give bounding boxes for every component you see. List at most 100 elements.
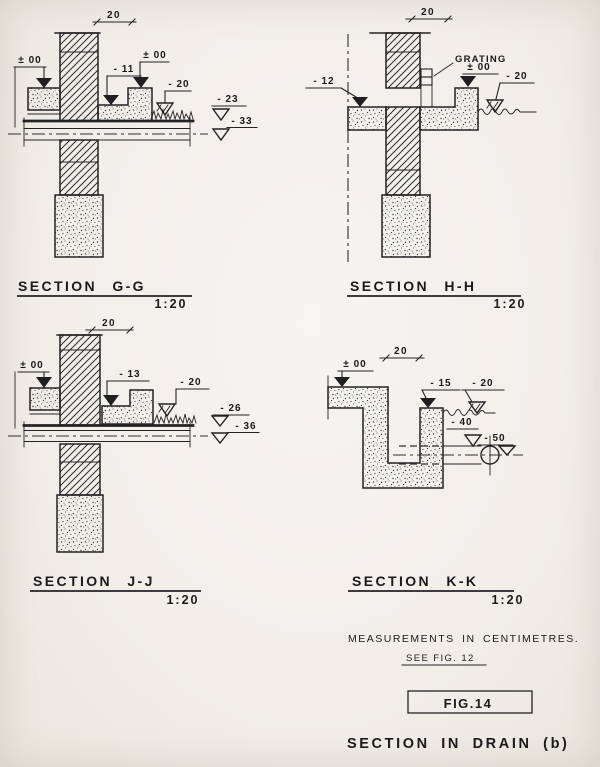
level-marker-ground: - 20 xyxy=(485,71,535,114)
ground-triangle-icon xyxy=(485,99,505,114)
foundation-block xyxy=(56,494,104,553)
dim-tick-icon xyxy=(444,15,452,23)
level-marker-ground: - 20 xyxy=(157,377,210,418)
level-marker-curb: ± 00 xyxy=(460,62,499,87)
floor-slab-middle-curb xyxy=(97,87,153,122)
wall-lower xyxy=(385,106,421,196)
drain-channel-concrete xyxy=(327,386,444,489)
rough-ground-texture xyxy=(150,108,194,121)
section-jj: 20 ± 00 - 13 - 20 xyxy=(8,318,260,607)
level-triangle-icon xyxy=(36,377,52,388)
ground-triangle-icon xyxy=(155,102,175,117)
level-label: - 20 xyxy=(180,377,201,388)
dim-tick-icon xyxy=(382,354,390,362)
level-triangle-icon xyxy=(103,395,119,406)
level-triangle-icon xyxy=(420,398,436,408)
dim-tick-icon xyxy=(126,326,134,334)
foundation-block xyxy=(54,194,104,258)
floor-slab-right-curb xyxy=(419,87,479,131)
dim-tick-icon xyxy=(93,18,101,26)
reference-note: SEE FIG. 12 xyxy=(406,653,475,664)
level-label: - 40 xyxy=(451,417,472,428)
level-marker-cover: - 26 xyxy=(210,403,250,428)
section-kk-title: SECTION K-K xyxy=(352,573,478,589)
level-marker-ground: - 20 xyxy=(155,79,192,117)
level-triangle-icon xyxy=(460,76,476,87)
level-triangle-icon xyxy=(334,377,350,387)
datum-triangle-icon xyxy=(211,128,231,142)
level-label: ± 00 xyxy=(467,62,490,73)
level-label: - 15 xyxy=(430,378,451,389)
dim-tick-icon xyxy=(415,354,423,362)
dim-label: 20 xyxy=(107,10,121,21)
level-label: - 11 xyxy=(114,64,135,75)
dim-tick-icon xyxy=(408,15,416,23)
section-kk-scale: 1:20 xyxy=(491,593,524,607)
foundation-block xyxy=(381,194,431,258)
level-label: - 50 xyxy=(484,433,505,444)
rough-ground-texture xyxy=(442,409,496,416)
level-marker-curb: ± 00 xyxy=(133,50,170,88)
rough-ground-texture xyxy=(477,108,537,115)
level-marker-step: - 13 xyxy=(103,369,150,406)
level-label: ± 00 xyxy=(20,360,43,371)
level-triangle-icon xyxy=(352,97,368,107)
dim-tick-icon xyxy=(128,18,136,26)
dimension-wall-width-hh: 20 xyxy=(405,7,453,23)
level-marker-pipe-invert: - 50 xyxy=(477,433,517,457)
section-hh: 20 GRATING - 12 ± 00 xyxy=(305,7,537,311)
level-label: - 20 xyxy=(168,79,189,90)
datum-triangle-icon xyxy=(463,434,483,448)
level-label: - 20 xyxy=(472,378,493,389)
level-triangle-icon xyxy=(133,77,149,88)
dim-label: 20 xyxy=(102,318,116,329)
figure-box xyxy=(407,690,533,714)
dimension-wall-width-jj: 20 xyxy=(85,318,134,334)
floor-slab-left xyxy=(27,87,61,111)
level-marker-floor: ± 00 xyxy=(334,359,374,387)
wall-lower xyxy=(59,139,99,196)
grating-label: GRATING xyxy=(455,54,507,65)
rough-ground-texture xyxy=(153,412,197,425)
level-label: - 23 xyxy=(217,94,238,105)
level-label: ± 00 xyxy=(18,55,41,66)
level-triangle-icon xyxy=(36,78,52,88)
grating-detail: GRATING xyxy=(420,54,507,107)
level-marker-floor: ± 00 xyxy=(17,360,52,388)
dim-label: 20 xyxy=(394,346,408,357)
datum-triangle-icon xyxy=(210,415,230,428)
wall-upper xyxy=(385,32,421,89)
datum-triangle-icon xyxy=(497,445,517,457)
wall-upper xyxy=(59,32,99,122)
datum-triangle-icon xyxy=(210,432,230,445)
section-gg: 20 ± 00 - 11 ± 00 xyxy=(8,10,258,311)
level-label: - 33 xyxy=(231,116,252,127)
section-gg-title: SECTION G-G xyxy=(18,278,146,294)
section-jj-scale: 1:20 xyxy=(166,593,199,607)
section-jj-title: SECTION J-J xyxy=(33,573,155,589)
section-kk: 20 ± 00 - 15 - 20 xyxy=(327,346,524,607)
floor-slab-middle-curb xyxy=(101,389,154,425)
floor-slab-left xyxy=(347,106,387,131)
level-marker-pipe-top: - 40 xyxy=(446,417,483,448)
section-hh-title: SECTION H-H xyxy=(350,278,476,294)
dim-tick-icon xyxy=(88,326,96,334)
dimension-channel-width-kk: 20 xyxy=(379,346,425,362)
figure-label: FIG.14 xyxy=(444,696,493,711)
wall-lower xyxy=(59,443,101,496)
level-label: - 12 xyxy=(313,76,334,87)
level-label: - 36 xyxy=(235,421,256,432)
wall-upper xyxy=(59,334,101,426)
section-gg-scale: 1:20 xyxy=(154,297,187,311)
level-label: - 26 xyxy=(220,403,241,414)
level-marker-wall: - 15 xyxy=(420,378,461,408)
drawing-caption: SECTION IN DRAIN (b) xyxy=(347,736,569,752)
floor-slab-left xyxy=(29,387,61,411)
datum-triangle-icon xyxy=(211,108,231,122)
units-note: MEASUREMENTS IN CENTIMETRES. xyxy=(348,633,579,645)
level-marker-step: - 11 xyxy=(103,64,142,105)
ground-triangle-icon xyxy=(467,401,487,415)
level-triangle-icon xyxy=(103,95,119,105)
level-marker-cover: - 23 xyxy=(211,94,247,122)
